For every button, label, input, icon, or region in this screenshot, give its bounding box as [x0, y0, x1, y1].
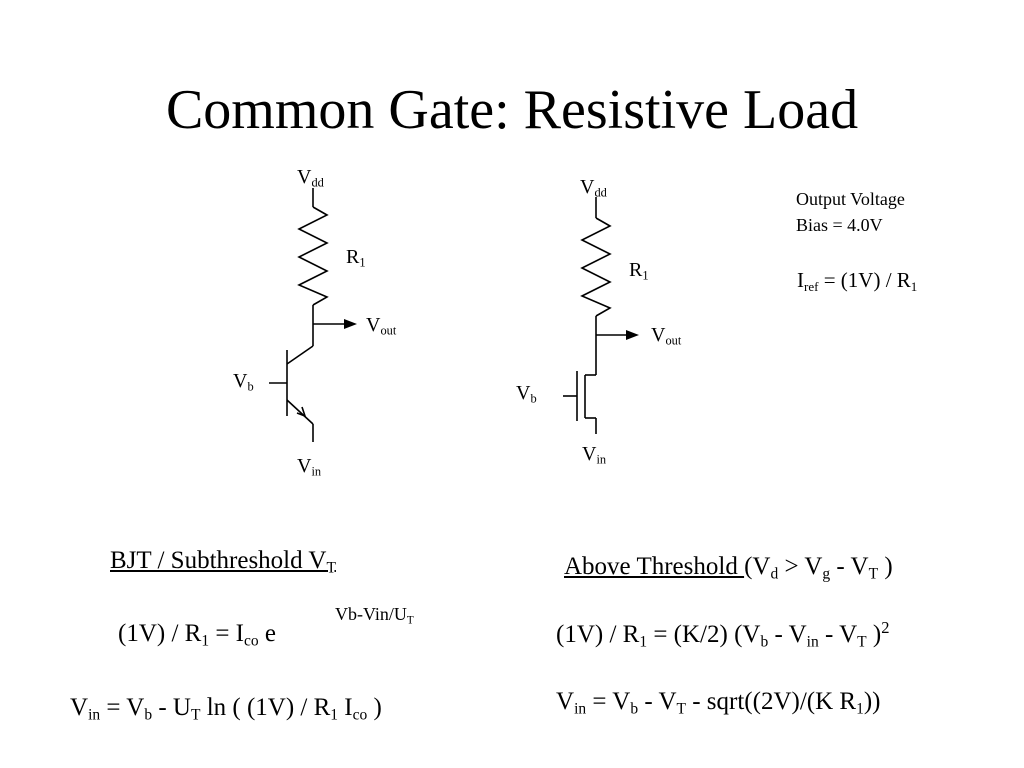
mos-vout-label: Vout [651, 324, 682, 348]
bjt-vout-label: Vout [366, 314, 397, 338]
bjt-current-equation: (1V) / R1 = Ico e [118, 620, 277, 650]
mos-circuit [563, 197, 639, 434]
bjt-vb-label: Vb [233, 370, 254, 394]
output-bias-note-line2: Bias = 4.0V [796, 215, 883, 235]
mos-vin-label: Vin [582, 443, 607, 467]
mos-vin-equation: Vin = Vb - VT - sqrt((2V)/(K R1)) [556, 688, 881, 718]
bjt-vdd-label: Vdd [297, 166, 324, 190]
bjt-emitter-arrow [296, 406, 307, 418]
bjt-vin-label: Vin [297, 455, 322, 479]
bjt-vin-equation: Vin = Vb - UT ln ( (1V) / R1 Ico ) [70, 694, 382, 724]
slide-title: Common Gate: Resistive Load [165, 79, 859, 141]
bjt-r1-label: R1 [346, 246, 366, 270]
bjt-collector-lead [286, 345, 314, 365]
mos-vdd-label: Vdd [580, 176, 607, 200]
bjt-circuit [269, 188, 357, 442]
bjt-emitter-lead [286, 399, 314, 425]
bjt-vout-arrow [344, 319, 357, 329]
output-bias-note-line1: Output Voltage [796, 189, 905, 209]
iref-equation: Iref = (1V) / R1 [797, 268, 918, 294]
mos-vout-arrow [626, 330, 639, 340]
mos-current-equation: (1V) / R1 = (K/2) (Vb - Vin - VT )2 [556, 617, 890, 651]
bjt-exponent: Vb-Vin/UT [335, 604, 414, 627]
mos-heading: Above Threshold (Vd > Vg - VT ) [564, 553, 893, 583]
mos-resistor-r1 [580, 217, 612, 317]
bjt-resistor-r1 [297, 206, 329, 306]
bjt-heading: BJT / Subthreshold VT [110, 547, 336, 577]
mos-vb-label: Vb [516, 382, 537, 406]
mos-r1-label: R1 [629, 259, 649, 283]
